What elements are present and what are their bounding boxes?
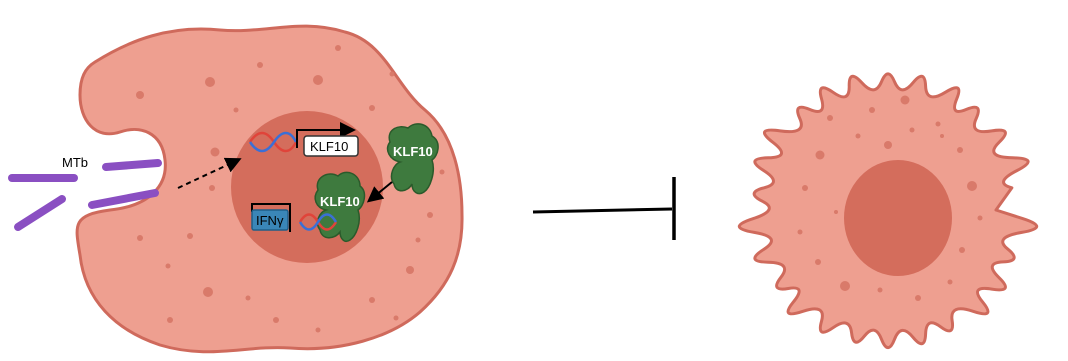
bacterium-rod <box>18 199 62 227</box>
inhibition-symbol <box>533 177 674 240</box>
mtb-label: MTb <box>62 155 88 170</box>
cell-nucleus <box>844 160 952 276</box>
activated-cell <box>739 74 1036 348</box>
klf10-gene-label: KLF10 <box>310 139 348 154</box>
klf10-protein-nucleus: KLF10 <box>315 172 364 241</box>
klf10-nuclear-label: KLF10 <box>320 194 360 209</box>
klf10-protein-cytoplasm: KLF10 <box>388 124 438 194</box>
ifng-gene-label: IFNγ <box>256 213 284 228</box>
klf10-protein-label: KLF10 <box>393 144 433 159</box>
bacterium-rod <box>106 163 158 167</box>
